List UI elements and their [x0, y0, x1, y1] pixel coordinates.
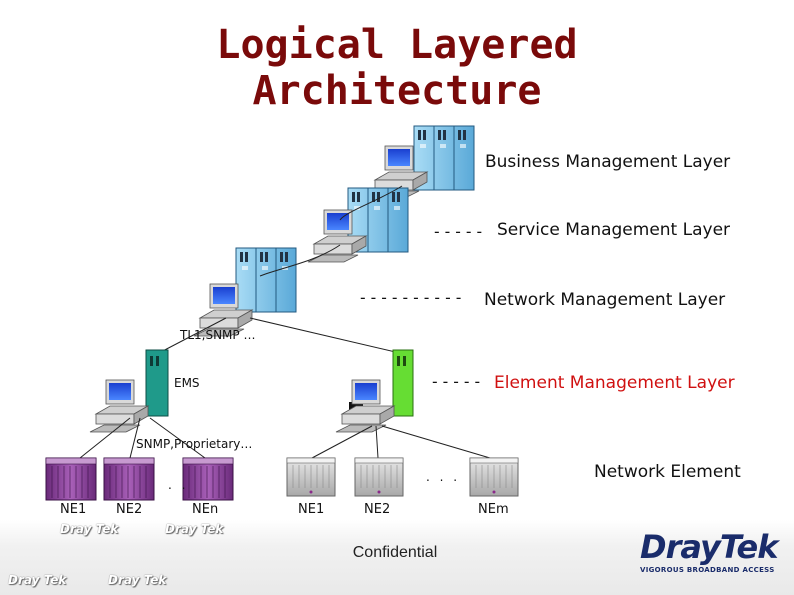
draytek-logo: DrayTek: [640, 528, 778, 566]
confidential-label: Confidential: [352, 544, 438, 561]
ems-to-ne-lines: [79, 417, 491, 459]
ne-left-label: NE1: [60, 502, 87, 517]
business-layer-node: [368, 125, 475, 199]
watermark-logo: Dray Tek: [108, 573, 167, 587]
ems-tower-icon: [145, 349, 169, 417]
nms-to-ems-line: [249, 317, 405, 355]
ems-right-node: [335, 349, 414, 433]
ems-left-node: [89, 349, 169, 433]
ne-left-label: NE2: [116, 502, 143, 517]
network-element-icon: [469, 457, 519, 497]
watermark-logo: Dray Tek: [60, 522, 119, 536]
logo-tagline: VIGOROUS BROADBAND ACCESS: [640, 566, 775, 574]
title-line-2: Architecture: [252, 68, 542, 114]
nms-to-ems-line: [156, 317, 227, 355]
layer-connector-line: [339, 185, 403, 221]
architecture-diagram: [45, 125, 519, 501]
title-line-1: Logical Layered: [216, 22, 578, 68]
ne-left-label: NEn: [192, 502, 219, 517]
left-ellipsis: . .: [168, 478, 189, 492]
service-layer-connector: -----: [432, 222, 486, 241]
server-rack-icon: [235, 247, 297, 313]
ne-right-label: NE1: [298, 502, 325, 517]
ems-tower-icon: [392, 349, 414, 417]
ne-right-label: NEm: [478, 502, 509, 517]
footer-band: [0, 520, 794, 595]
network-element-icon: [286, 457, 336, 497]
business-layer-label: Business Management Layer: [485, 152, 731, 172]
ne-right-label: NE2: [364, 502, 391, 517]
network-element-icon: [45, 457, 97, 501]
network-element-icon: [354, 457, 404, 497]
network-management-node: [193, 247, 297, 337]
service-layer-node: [307, 187, 409, 263]
watermark-logo: Dray Tek: [165, 522, 224, 536]
service-layer-label: Service Management Layer: [497, 220, 731, 240]
element-layer-connector: -----: [430, 372, 484, 391]
page-title: Logical Layered Architecture: [0, 22, 794, 114]
ems-label: EMS: [174, 376, 200, 390]
network-element-label: Network Element: [594, 462, 741, 482]
right-ellipsis: . . .: [426, 470, 461, 484]
network-layer-label: Network Management Layer: [484, 290, 726, 310]
element-layer-label: Element Management Layer: [494, 373, 735, 393]
watermark-logo: Dray Tek: [8, 573, 67, 587]
workstation-icon: [89, 379, 149, 433]
network-element-icon: [103, 457, 155, 501]
network-layer-connector: ----------: [358, 288, 465, 307]
upper-protocol-label: TL1,SNMP …: [180, 328, 256, 342]
workstation-icon: [335, 379, 395, 433]
layer-connector-line: [259, 244, 341, 277]
lower-protocol-label: SNMP,Proprietary…: [136, 437, 253, 451]
network-element-icon: [182, 457, 234, 501]
